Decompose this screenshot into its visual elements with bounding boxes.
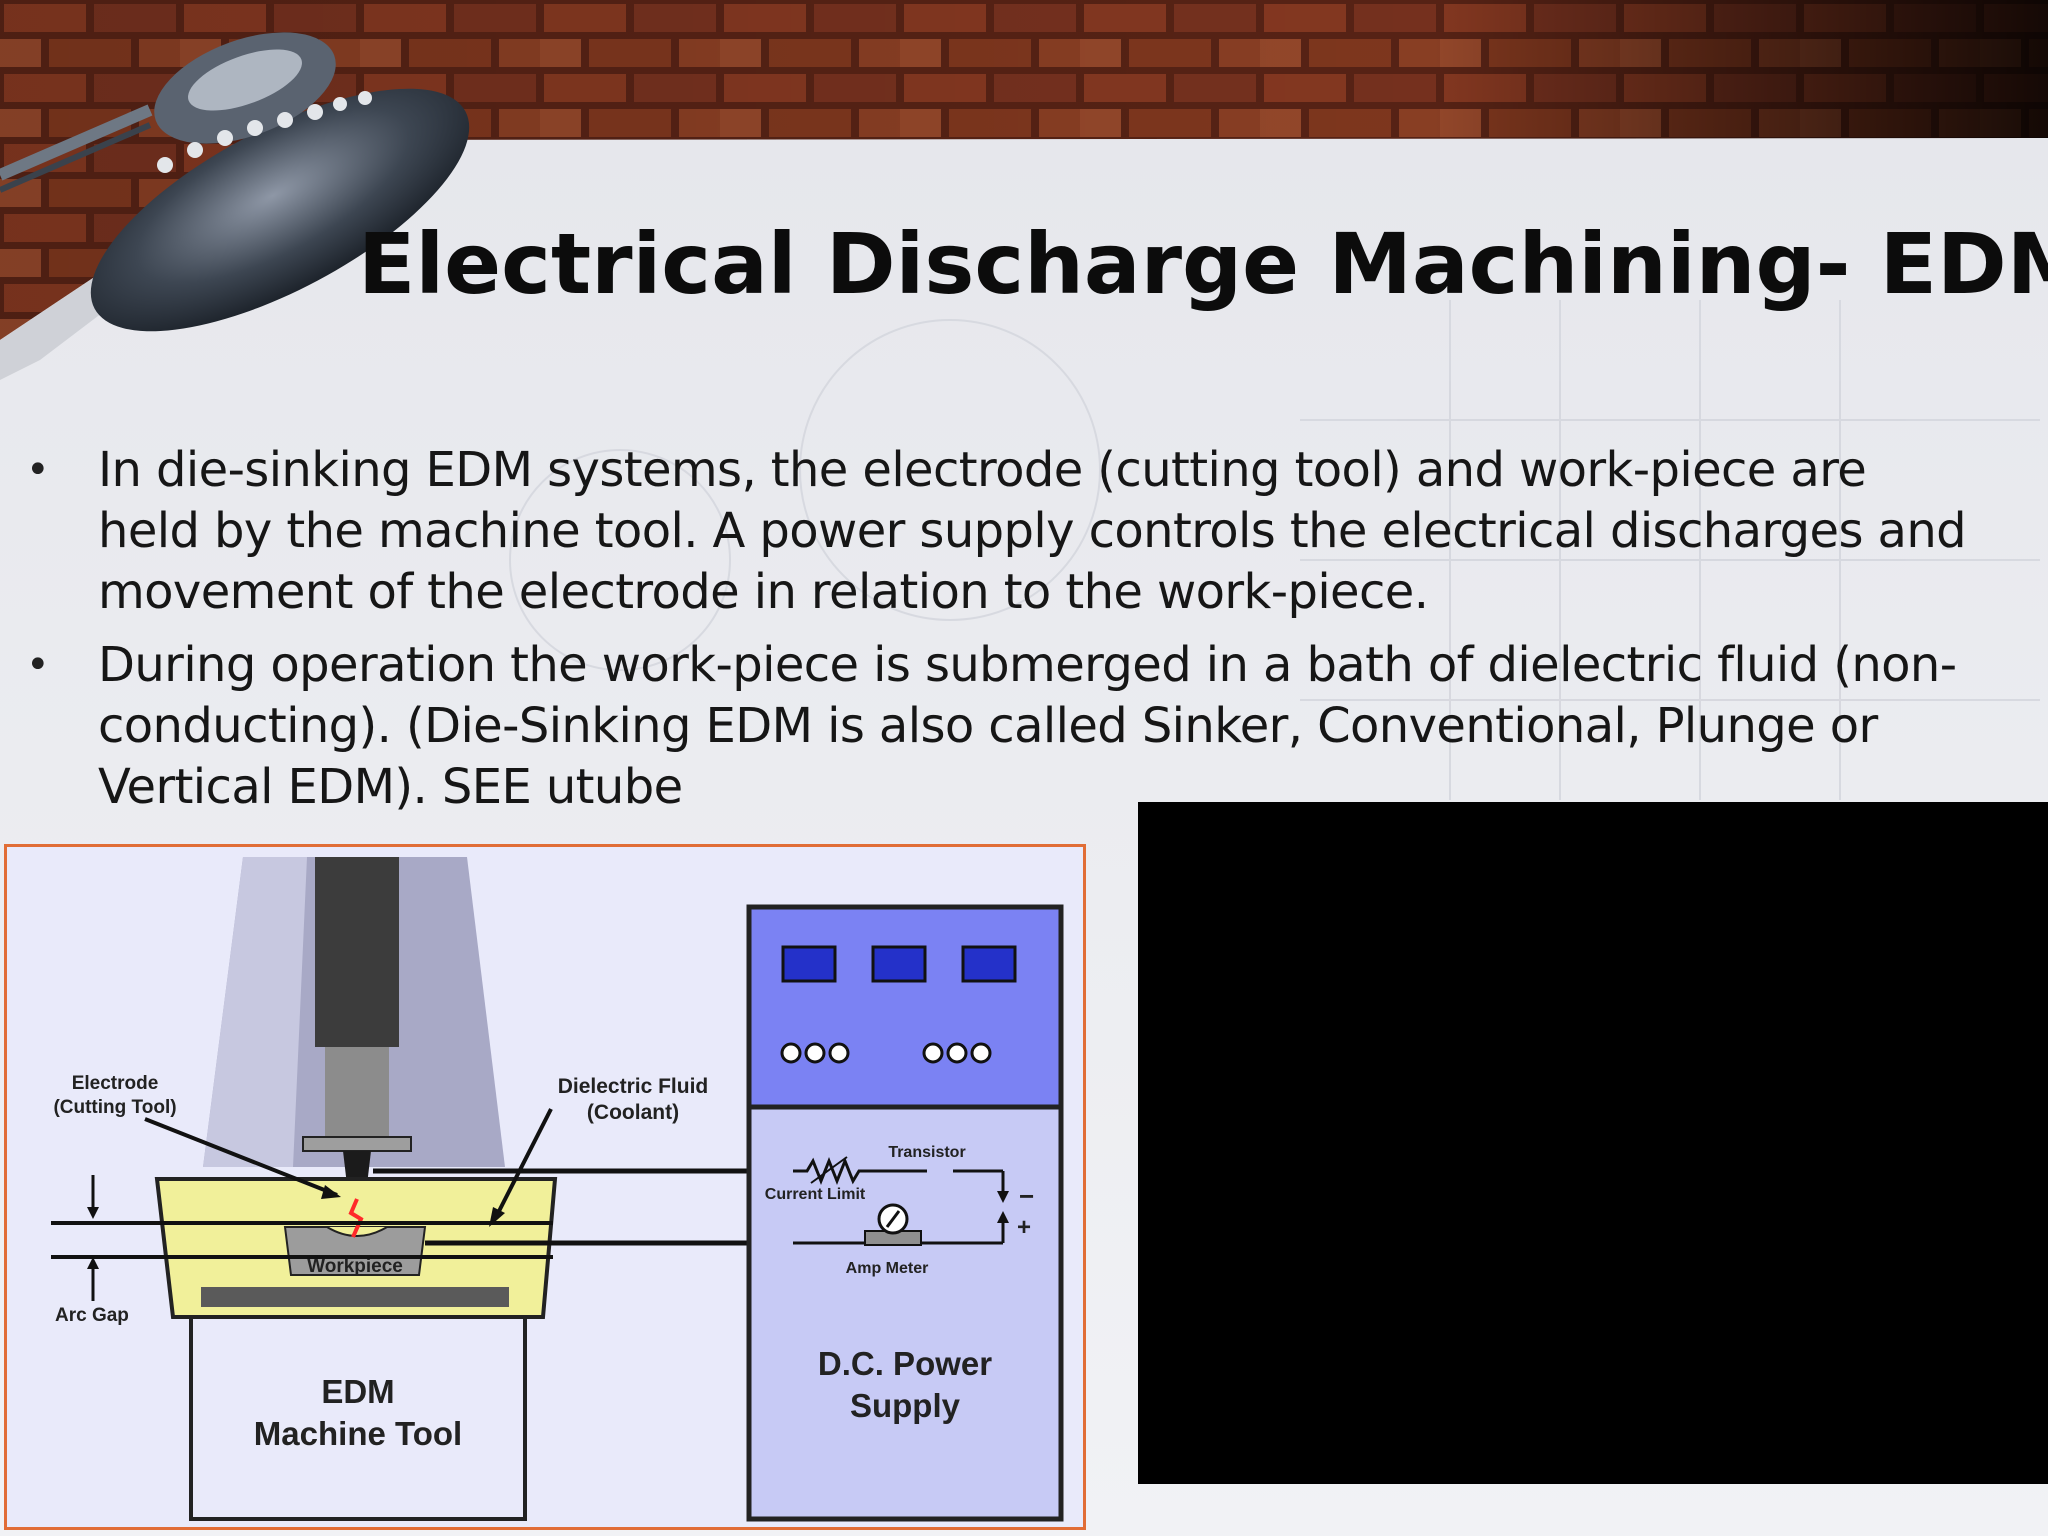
- power-supply-panel: [746, 904, 1064, 1110]
- machine-label-line2: Machine Tool: [254, 1415, 462, 1452]
- electrode-holder: [315, 857, 399, 1047]
- bullet-dot: •: [26, 642, 50, 688]
- meter-display: [781, 945, 837, 983]
- bullet-text: During operation the work-piece is subme…: [98, 637, 1957, 815]
- electrode-label-line1: Electrode: [72, 1073, 159, 1094]
- bullet-item: • In die-sinking EDM systems, the electr…: [22, 440, 1982, 623]
- edm-diagram: Workpiece EDM Machine Tool Arc Gap Elect…: [4, 844, 1086, 1530]
- bullet-item: • During operation the work-piece is sub…: [22, 635, 1982, 818]
- dielectric-label-line1: Dielectric Fluid: [558, 1075, 709, 1098]
- power-label-line2: Supply: [850, 1387, 961, 1424]
- bullet-text: In die-sinking EDM systems, the electrod…: [98, 442, 1967, 620]
- meter-display: [871, 945, 927, 983]
- amp-meter-label: Amp Meter: [846, 1260, 929, 1277]
- workpiece-label: Workpiece: [307, 1256, 403, 1277]
- bullet-dot: •: [26, 447, 50, 493]
- minus-sign: −: [1019, 1181, 1034, 1211]
- plus-sign: +: [1017, 1214, 1031, 1241]
- spark: [348, 1198, 364, 1238]
- machine-base: [189, 1315, 527, 1521]
- power-supply-body: [746, 1104, 1064, 1522]
- slide-title: Electrical Discharge Machining- EDM: [358, 215, 2048, 313]
- transistor-label: Transistor: [888, 1144, 965, 1161]
- desk-lamp: [0, 32, 470, 332]
- embedded-video[interactable]: [1138, 802, 2048, 1484]
- arc-gap-label: Arc Gap: [55, 1305, 129, 1326]
- meter-display: [961, 945, 1017, 983]
- bullet-list: • In die-sinking EDM systems, the electr…: [22, 440, 1982, 830]
- machine-label-line1: EDM: [321, 1373, 394, 1410]
- power-label-line1: D.C. Power: [818, 1345, 992, 1382]
- electrode-label-line2: (Cutting Tool): [53, 1097, 176, 1118]
- current-limit-label: Current Limit: [765, 1186, 866, 1203]
- dielectric-label-line2: (Coolant): [587, 1101, 679, 1124]
